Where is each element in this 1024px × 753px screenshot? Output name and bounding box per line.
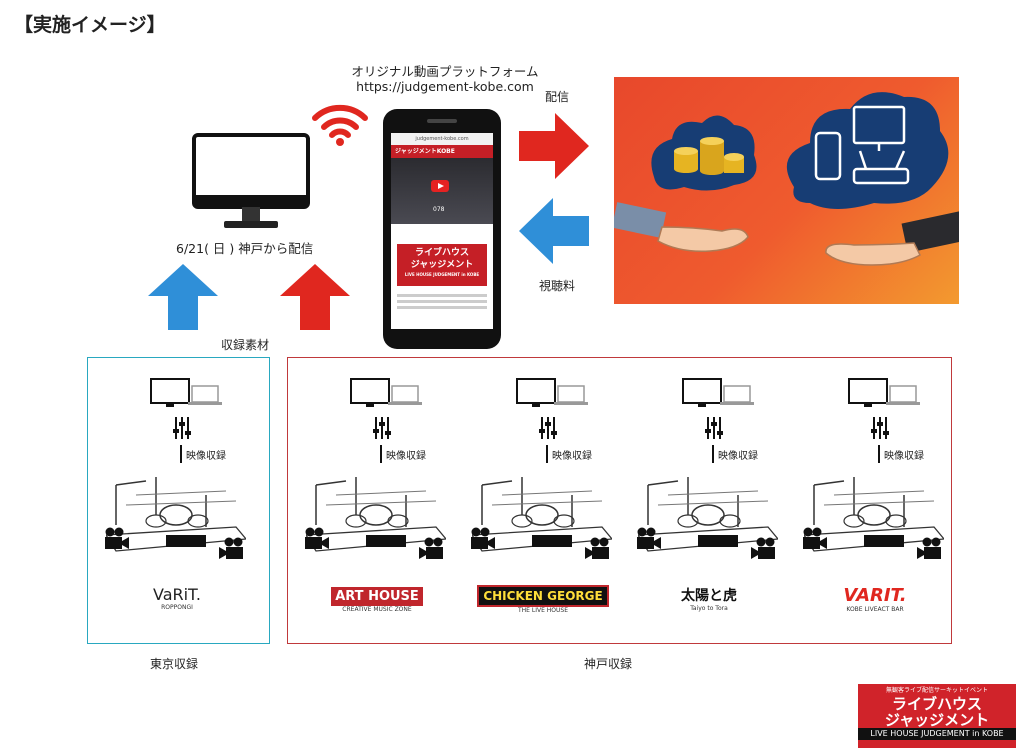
- video-camera-icon: [219, 537, 243, 559]
- mixer-icon: [705, 417, 723, 439]
- video-camera-icon: [803, 527, 827, 549]
- phone-banner-line1: ライブハウス: [414, 248, 469, 258]
- delivery-arrow-icon: [519, 113, 589, 179]
- mixer-icon: [539, 417, 557, 439]
- video-camera-icon: [917, 537, 941, 559]
- hand-left-icon: [614, 202, 749, 253]
- pc-monitor-icon: [682, 378, 754, 407]
- venue-logo-sub: CREATIVE MUSIC ZONE: [342, 606, 412, 613]
- mixer-icon: [871, 417, 889, 439]
- connector-line: [380, 445, 382, 463]
- venue-column: 映像収録: [468, 375, 618, 635]
- event-logo-line2: ジャッジメント: [884, 711, 990, 729]
- delivery-label: 配信: [545, 90, 570, 104]
- venue-column: 映像収録: [102, 375, 252, 635]
- venue-logo-name: VaRiT.: [152, 585, 202, 604]
- pc-monitor-icon: [350, 378, 422, 407]
- phone-speaker: [427, 119, 457, 123]
- video-recording-label: 映像収録: [884, 451, 924, 462]
- tokyo-label: 東京収録: [150, 657, 199, 671]
- phone-banner: ライブハウス ジャッジメント LIVE HOUSE JUDGEMENT in K…: [397, 244, 487, 286]
- viewing-fee-label: 視聴料: [539, 279, 576, 293]
- page-title: 【実施イメージ】: [14, 14, 166, 36]
- phone-video: 078: [391, 158, 493, 224]
- video-camera-icon: [751, 537, 775, 559]
- venue-logo: VARIT. KOBE LIVEACT BAR: [800, 585, 950, 613]
- venue-logo: VaRiT. ROPPONGI: [102, 585, 252, 611]
- kobe-label: 神戸収録: [584, 657, 633, 671]
- event-logo: 無観客ライブ配信サーキットイベント ライブハウス ジャッジメント LIVE HO…: [858, 684, 1016, 748]
- pc-monitor-icon: [150, 378, 222, 407]
- hand-right-icon: [825, 211, 959, 266]
- event-logo-top: 無観客ライブ配信サーキットイベント: [885, 687, 988, 694]
- platform-name: オリジナル動画プラットフォーム: [351, 64, 539, 79]
- video-camera-icon: [105, 527, 129, 549]
- venue-logo-name: 太陽と虎: [681, 588, 737, 604]
- event-logo-sub: LIVE HOUSE JUDGEMENT in KOBE: [858, 728, 1016, 740]
- connector-line: [180, 445, 182, 463]
- venue-logo-sub: KOBE LIVEACT BAR: [846, 606, 904, 613]
- pc-monitor-icon: [516, 378, 588, 407]
- video-recording-label: 映像収録: [386, 451, 426, 462]
- devices-cloud-icon: [786, 92, 949, 209]
- venue-logo-name: CHICKEN GEORGE: [477, 585, 609, 607]
- venue-column: 映像収録: [302, 375, 452, 635]
- phone-address-bar: judgement-kobe.com: [391, 133, 493, 145]
- phone-counter: 078: [433, 206, 445, 213]
- video-camera-icon: [419, 537, 443, 559]
- venue-logo: CHICKEN GEORGE THE LIVE HOUSE: [468, 585, 618, 614]
- venue-logo-sub: ROPPONGI: [161, 604, 193, 611]
- broadcast-date-label: 6/21( 日 ) 神戸から配信: [176, 241, 314, 256]
- platform-label: オリジナル動画プラットフォーム https://judgement-kobe.c…: [335, 64, 555, 94]
- venue-logo: ART HOUSE CREATIVE MUSIC ZONE: [302, 585, 452, 613]
- video-recording-label: 映像収録: [718, 451, 758, 462]
- kobe-recording-box: [287, 357, 952, 644]
- venue-logo-name: VARIT.: [843, 585, 907, 606]
- platform-url: https://judgement-kobe.com: [356, 79, 534, 94]
- venue-logo: 太陽と虎 Taiyo to Tora: [634, 585, 784, 612]
- phone-brand-bar: ジャッジメントKOBE: [391, 145, 493, 158]
- smartphone: judgement-kobe.com ジャッジメントKOBE 078 ライブハウ…: [383, 109, 501, 349]
- video-camera-icon: [585, 537, 609, 559]
- connector-line: [878, 445, 880, 463]
- video-camera-icon: [471, 527, 495, 549]
- video-recording-label: 映像収録: [186, 451, 226, 462]
- play-icon: [431, 180, 449, 192]
- tokyo-recording-box: [87, 357, 270, 644]
- recording-material-label: 収録素材: [221, 338, 270, 352]
- venue-column: 映像収録: [634, 375, 784, 635]
- phone-screen: judgement-kobe.com ジャッジメントKOBE 078 ライブハウ…: [391, 133, 493, 329]
- venue-logo-name: ART HOUSE: [331, 587, 423, 606]
- venue-logo-sub: THE LIVE HOUSE: [517, 607, 568, 614]
- video-camera-icon: [637, 527, 661, 549]
- fee-arrow-icon: [519, 198, 589, 264]
- connector-line: [546, 445, 548, 463]
- venue-logo-sub: Taiyo to Tora: [690, 605, 728, 612]
- connector-line: [712, 445, 714, 463]
- mixer-icon: [173, 417, 191, 439]
- phone-banner-line2: ジャッジメント: [410, 260, 474, 270]
- stage-drawing: [306, 477, 446, 552]
- video-camera-icon: [305, 527, 329, 549]
- pc-monitor-icon: [848, 378, 920, 407]
- venue-column: 映像収録: [800, 375, 950, 635]
- wifi-icon: [312, 104, 368, 146]
- phone-banner-sub: LIVE HOUSE JUDGEMENT in KOBE: [404, 272, 480, 277]
- mixer-icon: [373, 417, 391, 439]
- upload-arrow-blue-icon: [148, 264, 218, 330]
- event-logo-line1: ライブハウス: [891, 695, 982, 713]
- video-recording-label: 映像収録: [552, 451, 592, 462]
- stage-drawing: [472, 477, 612, 552]
- payment-illustration: [614, 77, 959, 304]
- monitor-icon: [192, 133, 310, 228]
- upload-arrow-red-icon: [280, 264, 350, 330]
- coins-cloud-icon: [651, 115, 757, 191]
